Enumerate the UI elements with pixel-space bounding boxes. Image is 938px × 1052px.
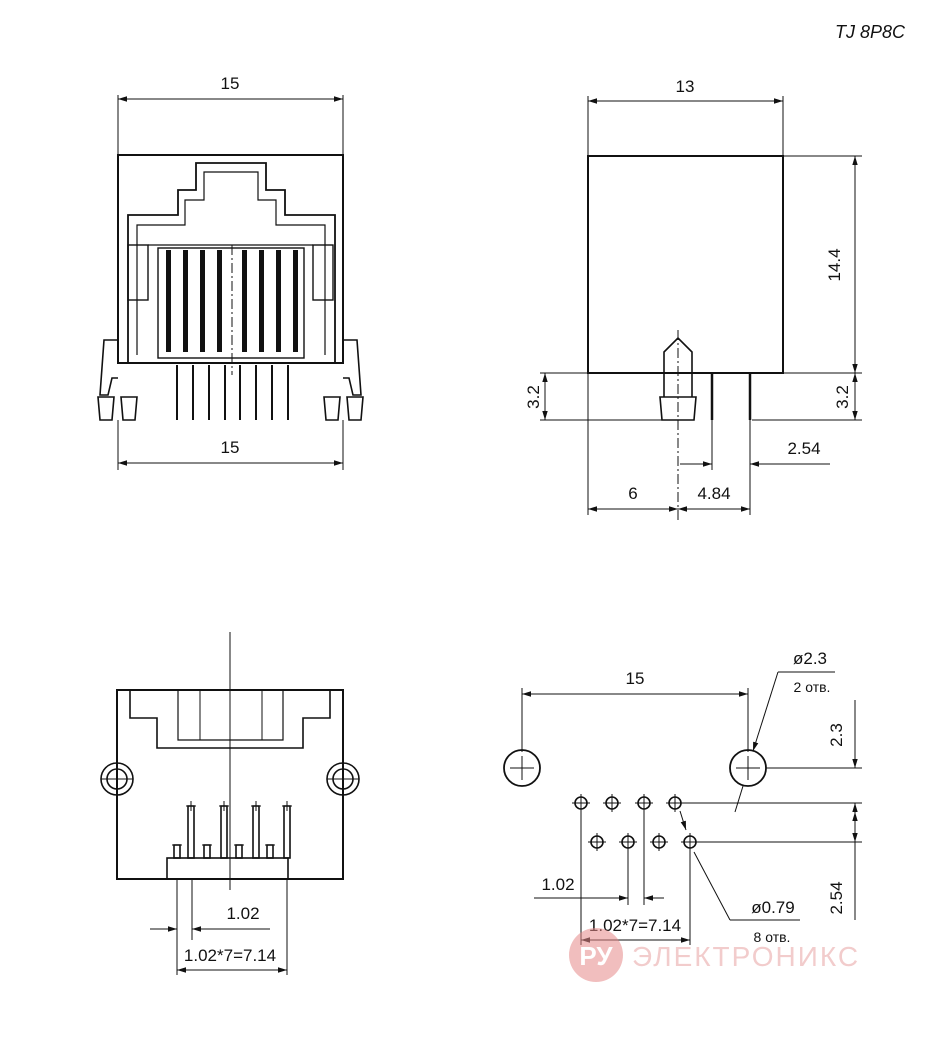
pcb-hole-small-count-label: 8 отв. <box>754 929 791 945</box>
front-width-bottom-label: 15 <box>221 438 240 457</box>
watermark: РУ ЭЛЕКТРОНИКС <box>569 928 860 982</box>
pcb-layout <box>503 671 862 945</box>
front-view <box>97 95 364 470</box>
side-height-label: 14.4 <box>825 248 844 281</box>
watermark-text: ЭЛЕКТРОНИКС <box>632 941 860 972</box>
pcb-row-pitch-label: 2.54 <box>827 881 846 914</box>
watermark-logo-icon <box>569 928 623 982</box>
pcb-hole-large-count-label: 2 отв. <box>794 679 831 695</box>
side-pin-length-right-label: 3.2 <box>833 385 852 409</box>
side-pin-length-left-label: 3.2 <box>524 385 543 409</box>
bottom-total-label: 1.02*7=7.14 <box>184 946 276 965</box>
bottom-view <box>100 632 360 975</box>
pcb-pitch-label: 1.02 <box>541 875 574 894</box>
pcb-total-label: 1.02*7=7.14 <box>589 916 681 935</box>
watermark-logo-letters: РУ <box>579 941 613 971</box>
side-width-label: 13 <box>676 77 695 96</box>
pcb-hole-small-diameter-label: ø0.79 <box>751 898 794 917</box>
pcb-spacing-label: 15 <box>626 669 645 688</box>
side-view <box>540 96 862 520</box>
side-offset-label: 6 <box>628 484 637 503</box>
bottom-pitch-label: 1.02 <box>226 904 259 923</box>
front-width-top-label: 15 <box>221 74 240 93</box>
pcb-hole-large-diameter-label: ø2.3 <box>793 649 827 668</box>
side-span-label: 4.84 <box>697 484 730 503</box>
drawing-title: TJ 8P8C <box>835 22 906 42</box>
pcb-hole-large-offset-label: 2.3 <box>827 723 846 747</box>
side-pin-pitch-label: 2.54 <box>787 439 820 458</box>
